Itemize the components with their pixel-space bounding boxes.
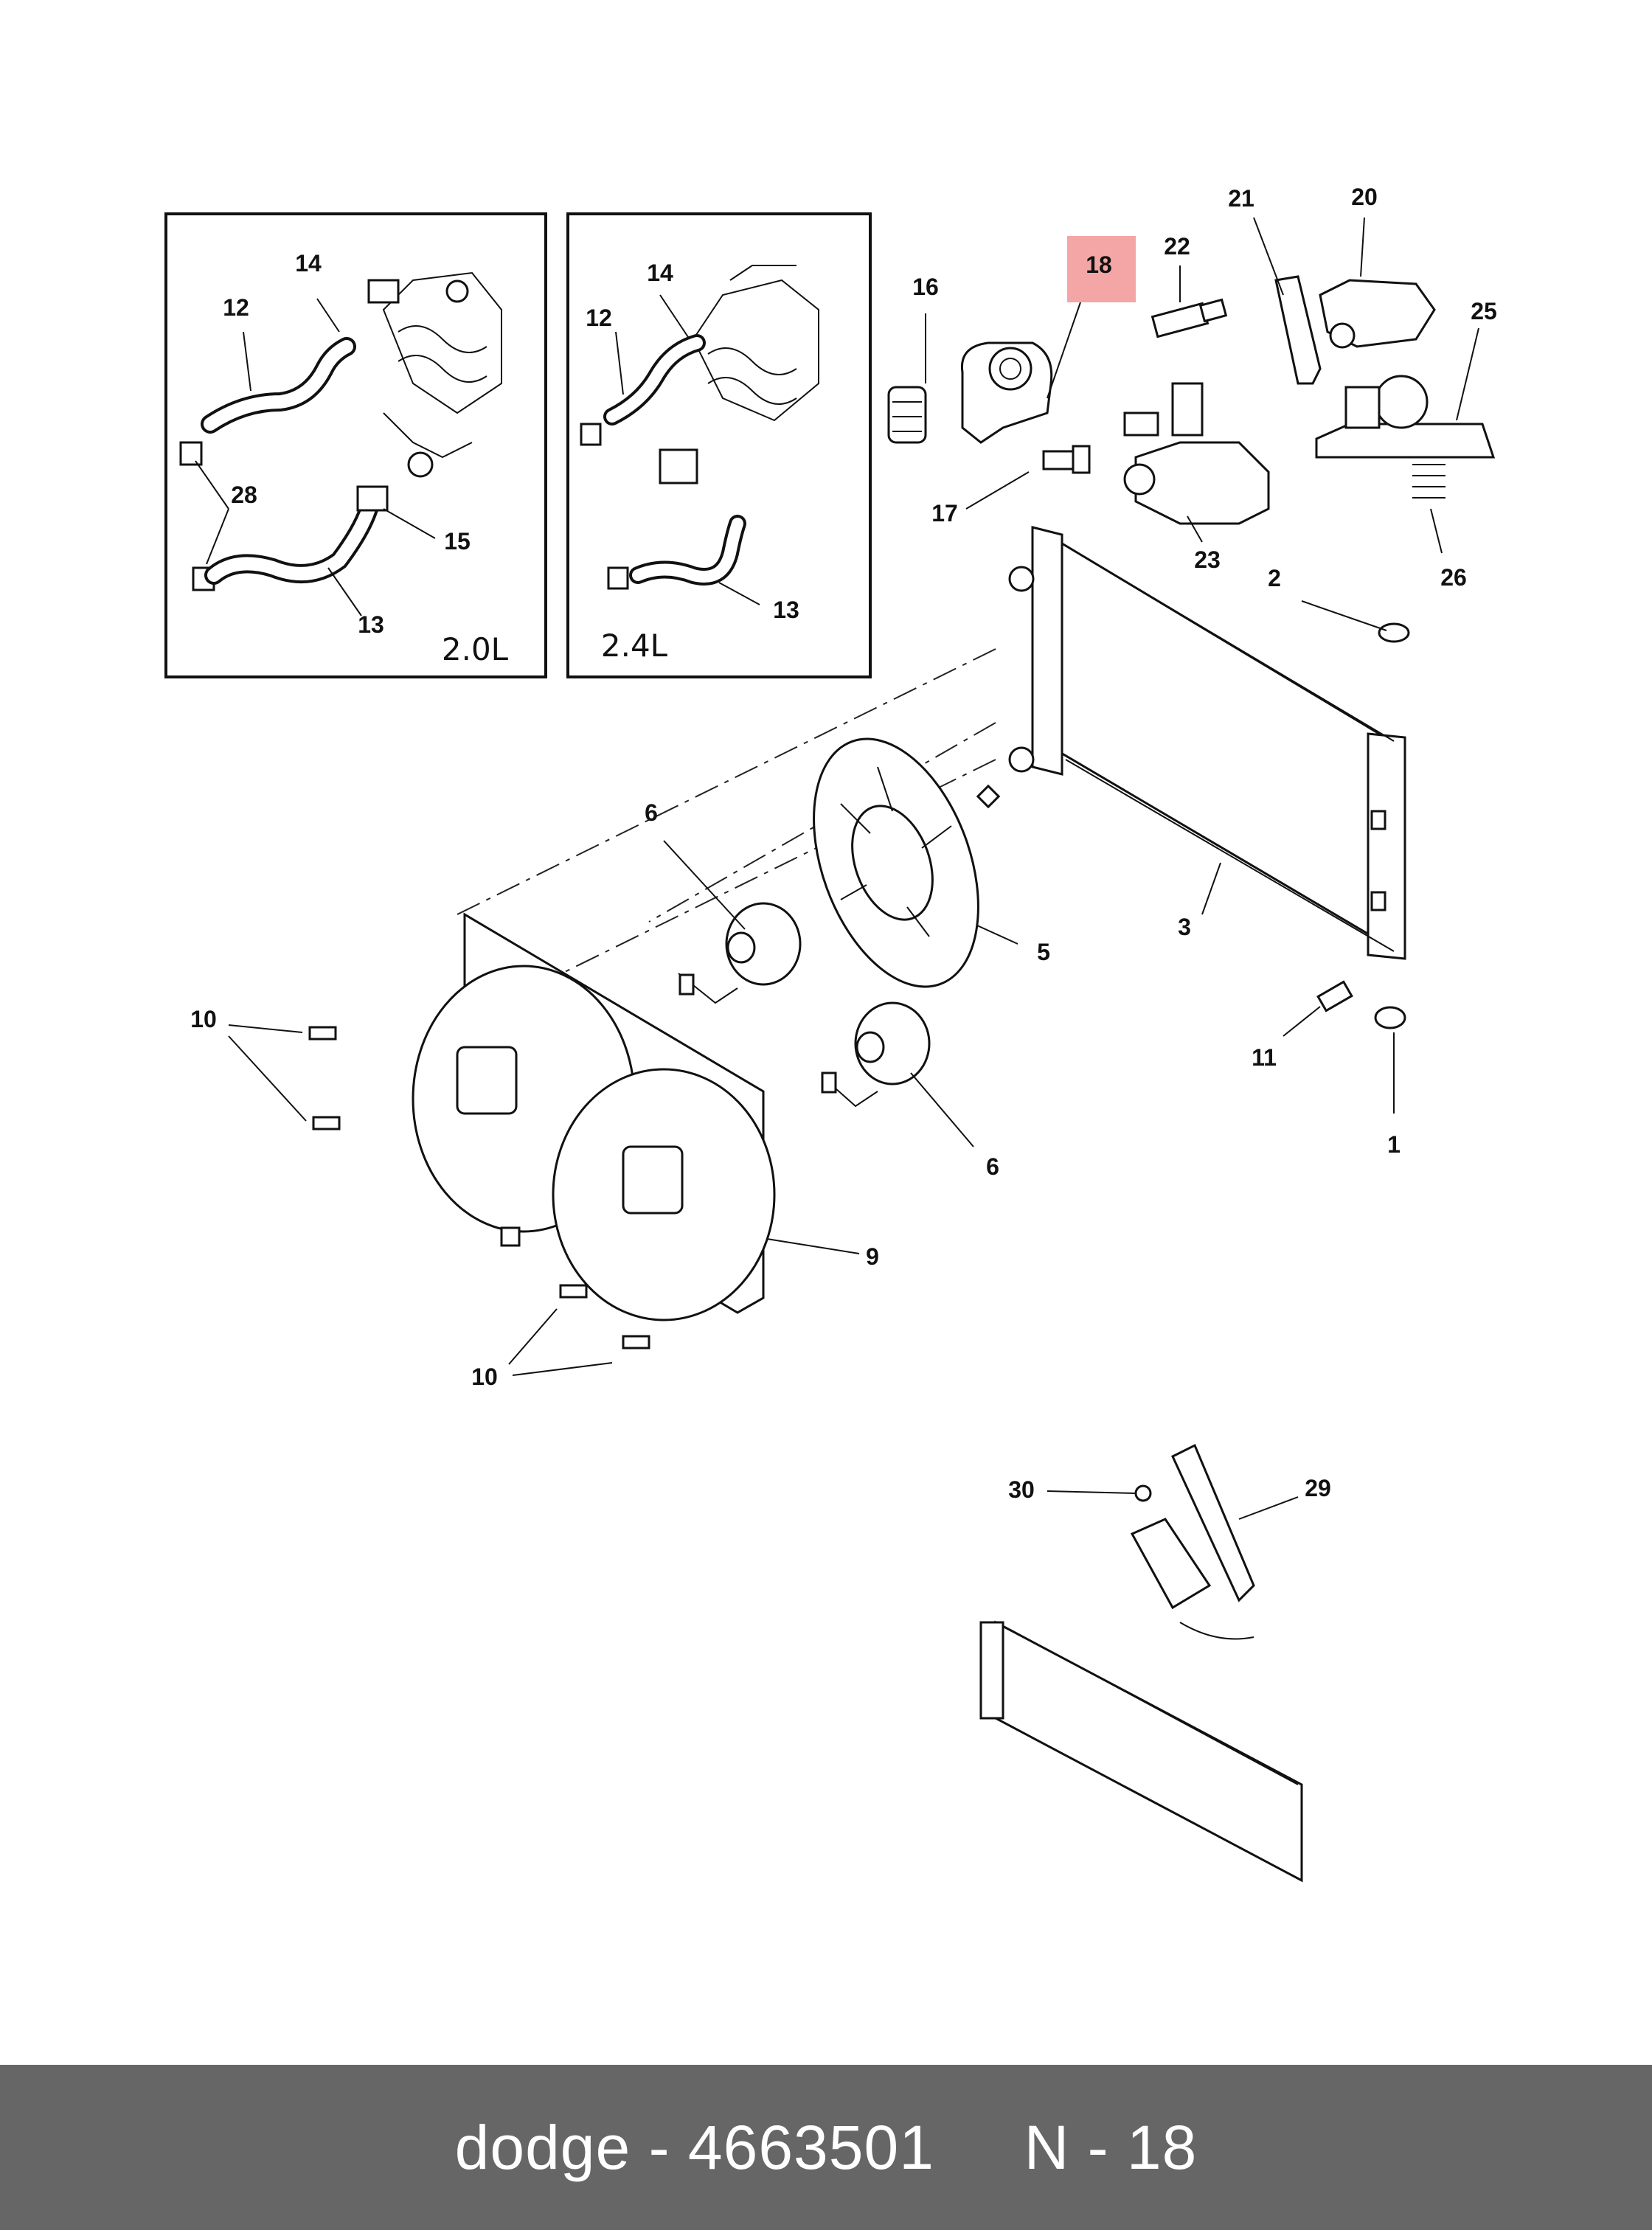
- callout-10-left: 10: [190, 1006, 217, 1032]
- callout-16: 16: [912, 274, 939, 300]
- callout-3: 3: [1178, 914, 1191, 940]
- parts-diagram: 1 2 3 5 6 6 9 10 10 11 12 12 13 13 14 14…: [164, 184, 1497, 1883]
- inset-label-2-4l: 2.4L: [601, 628, 668, 664]
- callout-14-right: 14: [647, 260, 673, 286]
- mounting-parts: [1283, 600, 1410, 1114]
- callout-18: 18: [1086, 251, 1112, 278]
- callout-11: 11: [1252, 1044, 1277, 1071]
- callout-5: 5: [1037, 939, 1050, 965]
- radiator: [457, 526, 1406, 1018]
- inset-2-0l: [164, 212, 547, 678]
- fan-shroud: [412, 912, 860, 1321]
- callout-12-right: 12: [586, 305, 612, 331]
- callout-23: 23: [1194, 546, 1221, 573]
- thermostat-group: [887, 217, 1496, 554]
- callout-6-lower: 6: [986, 1153, 999, 1180]
- callout-6-upper: 6: [645, 799, 658, 826]
- callout-2: 2: [1268, 565, 1281, 591]
- callout-28: 28: [231, 482, 257, 508]
- footer-caption: dodge - 4663501 N - 18: [454, 2112, 1198, 2182]
- bolts-10: [228, 1024, 650, 1376]
- fan-blade-shroud: [813, 737, 1018, 988]
- callout-17: 17: [931, 500, 958, 527]
- callout-25: 25: [1471, 298, 1497, 324]
- callout-14-left: 14: [295, 250, 322, 277]
- callout-13-left: 13: [358, 611, 384, 638]
- callout-10-bottom: 10: [471, 1364, 498, 1390]
- callout-22: 22: [1164, 233, 1190, 260]
- callout-1: 1: [1387, 1131, 1401, 1158]
- callout-12-left: 12: [223, 294, 249, 321]
- callout-26: 26: [1440, 564, 1467, 591]
- callout-9: 9: [866, 1243, 879, 1270]
- callout-21: 21: [1228, 185, 1254, 212]
- footer-bar: dodge - 4663501 N - 18: [0, 2065, 1652, 2230]
- callout-20: 20: [1351, 184, 1378, 210]
- inset-2-4l: [566, 212, 872, 678]
- inset-label-2-0l: 2.0L: [442, 631, 509, 667]
- callout-30: 30: [1008, 1476, 1035, 1503]
- fan-motors: [663, 840, 974, 1147]
- lower-detail: [979, 1443, 1303, 1883]
- callout-29: 29: [1305, 1475, 1331, 1501]
- callout-15: 15: [444, 528, 471, 555]
- callout-13-right: 13: [773, 597, 799, 623]
- highlight-box: [1067, 236, 1136, 302]
